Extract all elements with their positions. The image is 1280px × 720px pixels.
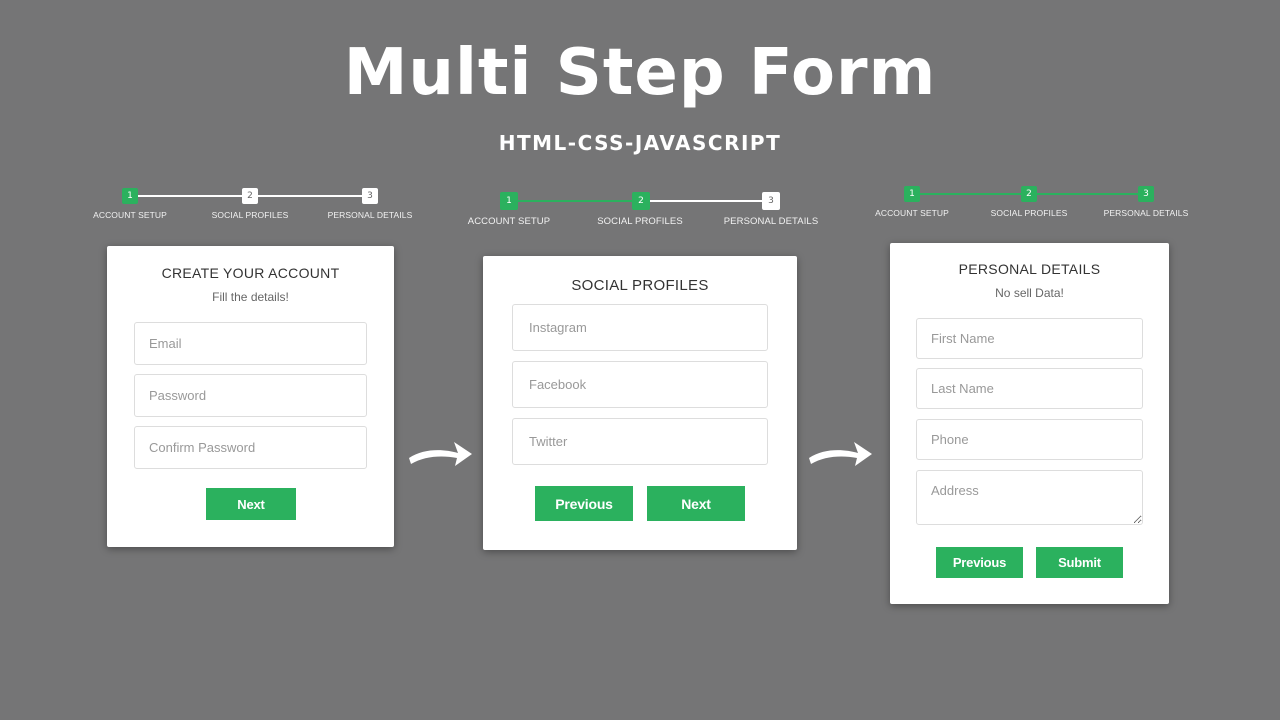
email-field[interactable]: [134, 322, 367, 365]
previous-button[interactable]: Previous: [535, 486, 633, 521]
step-indicator-1: 1: [500, 192, 518, 210]
progress-bar-step-2: 1 2 3 ACCOUNT SETUP SOCIAL PROFILES PERS…: [0, 0, 1280, 227]
progress-line-complete: [517, 200, 633, 202]
progress-bar-step-3: 1 2 3 ACCOUNT SETUP SOCIAL PROFILES PERS…: [0, 0, 1280, 218]
confirm-password-field[interactable]: [134, 426, 367, 469]
phone-field[interactable]: [916, 419, 1143, 460]
last-name-field[interactable]: [916, 368, 1143, 409]
previous-button[interactable]: Previous: [936, 547, 1023, 578]
right-arrow-icon: [809, 442, 872, 466]
progress-bar-step-1: 1 2 3 ACCOUNT SETUP SOCIAL PROFILES PERS…: [0, 0, 1280, 220]
step-indicator-3: 3: [762, 192, 780, 210]
step-indicator-3: 3: [1138, 186, 1154, 202]
facebook-field[interactable]: [512, 361, 768, 408]
submit-button[interactable]: Submit: [1036, 547, 1123, 578]
step-label-account-setup: ACCOUNT SETUP: [875, 208, 949, 218]
password-field[interactable]: [134, 374, 367, 417]
page-title: Multi Step Form: [343, 36, 937, 110]
step-label-personal-details: PERSONAL DETAILS: [327, 210, 413, 220]
card-subtitle: Fill the details!: [212, 290, 289, 304]
step-label-social-profiles: SOCIAL PROFILES: [990, 208, 1068, 218]
page-subtitle: HTML-CSS-JAVASCRIPT: [498, 131, 782, 155]
first-name-field[interactable]: [916, 318, 1143, 359]
step-label-account-setup: ACCOUNT SETUP: [93, 210, 167, 220]
step-indicator-2: 2: [632, 192, 650, 210]
social-profiles-card: SOCIAL PROFILES Previous Next: [483, 256, 797, 550]
step-label-personal-details: PERSONAL DETAILS: [723, 216, 819, 227]
progress-line: [649, 200, 763, 202]
address-field[interactable]: [916, 470, 1143, 525]
step-indicator-1: 1: [904, 186, 920, 202]
step-label-social-profiles: SOCIAL PROFILES: [597, 216, 683, 227]
next-button[interactable]: Next: [647, 486, 745, 521]
twitter-field[interactable]: [512, 418, 768, 465]
card-subtitle: No sell Data!: [995, 286, 1064, 300]
step-indicator-1: 1: [122, 188, 138, 204]
next-button[interactable]: Next: [206, 488, 296, 520]
personal-details-card: PERSONAL DETAILS No sell Data! Previous …: [890, 243, 1169, 604]
step-label-account-setup: ACCOUNT SETUP: [467, 216, 551, 227]
step-label-social-profiles: SOCIAL PROFILES: [211, 210, 289, 220]
step-indicator-2: 2: [1021, 186, 1037, 202]
step-indicator-2: 2: [242, 188, 258, 204]
step-indicator-3: 3: [362, 188, 378, 204]
right-arrow-icon: [409, 442, 472, 466]
instagram-field[interactable]: [512, 304, 768, 351]
card-title: CREATE YOUR ACCOUNT: [161, 265, 340, 281]
step-label-personal-details: PERSONAL DETAILS: [1103, 208, 1189, 218]
card-title: SOCIAL PROFILES: [571, 277, 709, 294]
card-title: PERSONAL DETAILS: [958, 261, 1101, 277]
create-account-card: CREATE YOUR ACCOUNT Fill the details! Ne…: [107, 246, 394, 547]
